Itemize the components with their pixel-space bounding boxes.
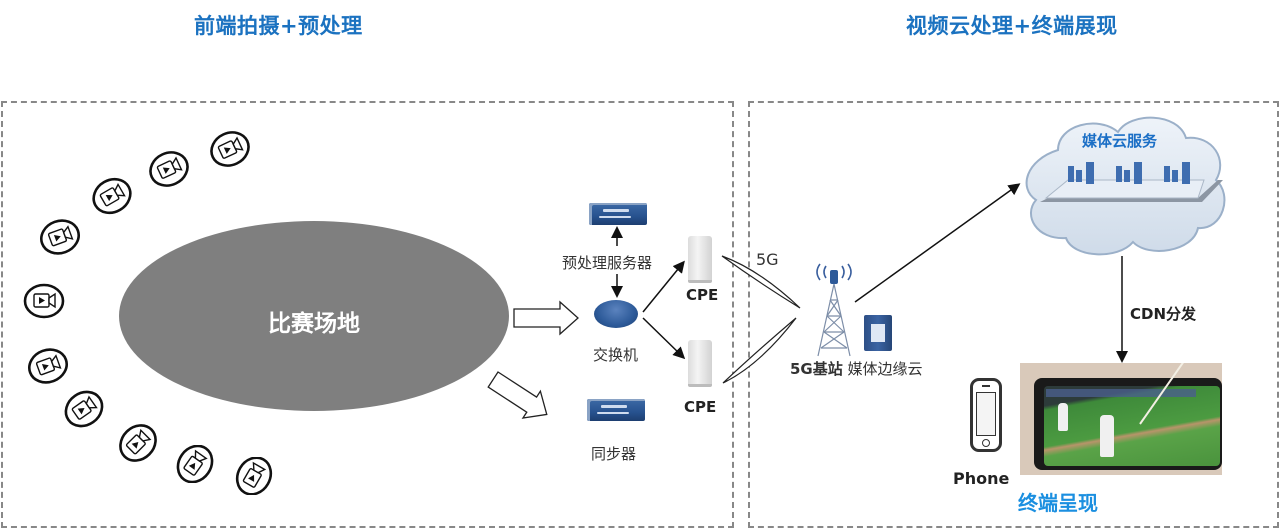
phone-label: Phone [953,469,1010,488]
switch-label: 交换机 [593,346,639,364]
cloud-panel [748,101,1279,528]
edge-cloud-server-icon [864,315,892,351]
video-camera-icon [208,130,252,168]
venue-to-sync-arrow [487,371,548,419]
media-cloud-label: 媒体云服务 [1082,132,1158,150]
synchronizer-label: 同步器 [591,445,637,463]
terminal-label: 终端呈现 [1018,491,1098,515]
video-camera-icon [173,444,217,484]
base-station-tower-icon [816,263,852,357]
cpe-top-label: CPE [686,286,719,304]
arrow-switch-to-cpe-bottom [642,317,686,360]
switch-icon [594,300,638,328]
base-station-label: 5G基站 媒体边缘云 [790,358,923,379]
preprocess-server-label: 预处理服务器 [562,254,653,272]
link-5g-label: 5G [756,250,779,269]
video-camera-icon [116,424,160,462]
edge-cloud-text: 媒体边缘云 [847,360,923,378]
video-camera-icon [147,150,191,188]
video-camera-icon [232,456,276,496]
video-camera-icon [26,347,70,385]
venue-ellipse [119,221,509,411]
video-camera-icon [38,218,82,256]
synchronizer-icon [587,399,645,421]
section-title-frontend: 前端拍摄+预处理 [194,14,363,38]
wireless-link-bottom [722,317,797,384]
base-station-text: 5G基站 [790,360,843,378]
venue-label: 比赛场地 [268,311,360,338]
video-camera-icon [90,177,134,215]
section-title-cloud: 视频云处理+终端展现 [906,14,1118,38]
arrow-switch-to-cpe-top [642,260,685,313]
preprocess-server-icon [589,203,647,225]
video-camera-icon [62,390,106,428]
venue: 比赛场地 [118,220,510,412]
cpe-bottom-label: CPE [684,398,717,416]
baseball-video-image [1020,363,1222,475]
arrow-to-cloud [854,183,1021,303]
venue-to-switch-arrow [513,300,579,336]
wireless-link-top [721,255,801,309]
media-cloud-icon [1025,116,1226,256]
video-camera-icon [22,282,66,320]
phone-icon [970,378,1002,452]
cpe-top-icon [688,236,712,283]
frontend-panel [1,101,734,528]
cpe-bottom-icon [688,340,712,387]
cdn-label: CDN分发 [1130,305,1197,323]
